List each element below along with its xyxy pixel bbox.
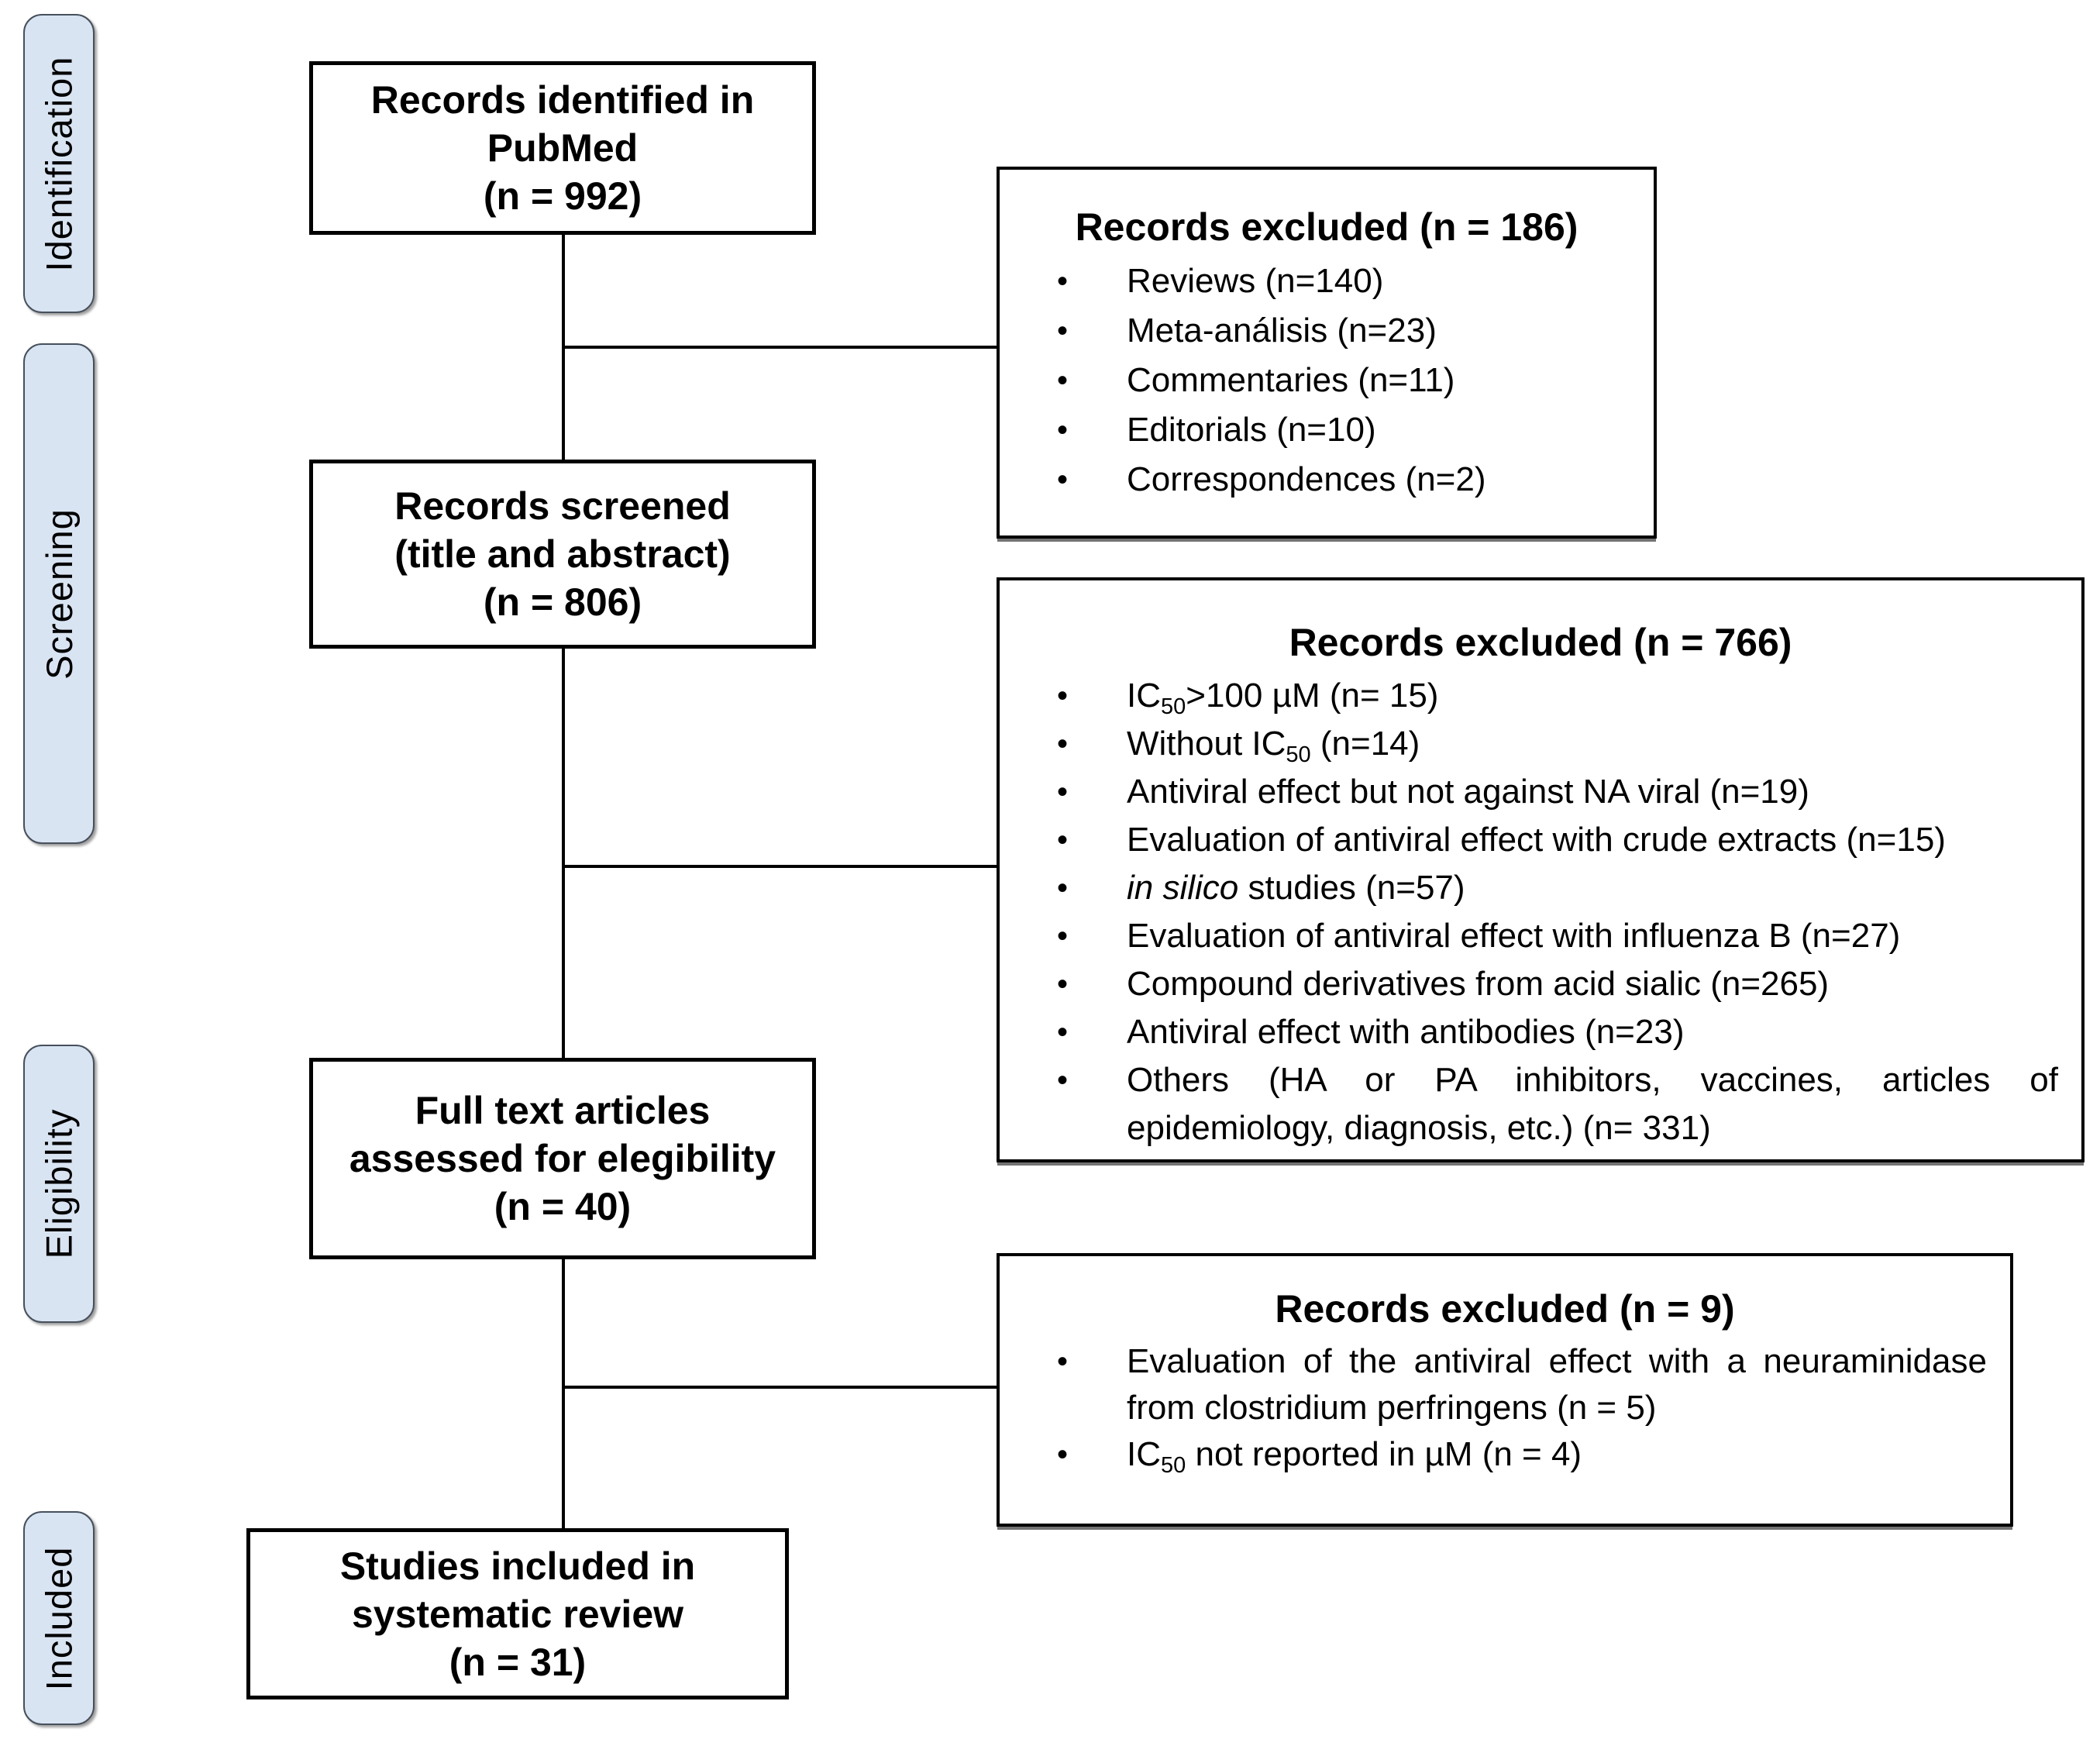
- bullet-text: Compound derivatives from acid sialic (n…: [1127, 965, 1830, 1003]
- bullet-text: IC50>100 µM (n= 15): [1127, 677, 1439, 719]
- bullet-text: Commentaries (n=11): [1127, 361, 1455, 399]
- bullet-dot: •: [1057, 463, 1069, 497]
- bullet-text: Editorials (n=10): [1127, 411, 1376, 449]
- bullet-text: Without IC50 (n=14): [1127, 725, 1420, 767]
- bullet-dot: •: [1057, 1438, 1069, 1472]
- flow-box-line: assessed for elegibility: [349, 1137, 776, 1180]
- bullet-item: • Evaluation of antiviral effect with inf…: [1000, 912, 2081, 960]
- stage-label-eligibility: Eligibility: [23, 1045, 95, 1323]
- exclusion-box-title: Records excluded (n = 186): [1075, 205, 1578, 249]
- flow-box-line: PubMed: [487, 126, 639, 170]
- bullet-item: • Meta-análisis (n=23): [1000, 306, 1654, 356]
- bullet-dot: •: [1057, 919, 1069, 953]
- connector-vertical-2: [562, 647, 565, 1059]
- flow-box-line: systematic review: [351, 1592, 684, 1636]
- bullet-text: IC50 not reported in µM (n = 4): [1127, 1435, 1582, 1478]
- bullet-text: Evaluation of the antiviral effect with …: [1127, 1342, 1987, 1427]
- bullet-item: • Compound derivatives from acid sialic (…: [1000, 960, 2081, 1008]
- bullet-item: • IC50 not reported in µM (n = 4): [1000, 1431, 2010, 1478]
- bullet-text: Evaluation of antiviral effect with infl…: [1127, 917, 1901, 955]
- stage-label-included: Included: [23, 1511, 95, 1725]
- bullet-dot: •: [1057, 413, 1069, 447]
- bullet-text: in silico studies (n=57): [1127, 869, 1465, 907]
- flow-box-records-identified: Records identified in PubMed (n = 992): [309, 61, 816, 235]
- bullet-dot: •: [1057, 1015, 1069, 1049]
- exclusion-bullet-list: • Reviews (n=140) • Meta-análisis (n=23) • Co…: [1000, 257, 1654, 504]
- stage-label-text: Screening: [38, 508, 80, 680]
- connector-branch-2: [563, 865, 998, 868]
- exclusion-box-screening: Records excluded (n = 186) • Reviews (n=1…: [997, 167, 1657, 539]
- stage-label-identification: Identification: [23, 14, 95, 313]
- flow-box-line: (title and abstract): [394, 532, 731, 576]
- exclusion-bullet-list: • Evaluation of the antiviral effect with…: [1000, 1338, 2010, 1478]
- bullet-item: • Editorials (n=10): [1000, 405, 1654, 455]
- bullet-text: Reviews (n=140): [1127, 262, 1384, 300]
- flow-box-studies-included: Studies included in systematic review (n…: [246, 1528, 789, 1699]
- exclusion-box-eligibility: Records excluded (n = 766) • IC50>100 µM …: [997, 577, 2085, 1162]
- bullet-item: • Evaluation of the antiviral effect with…: [1000, 1338, 2010, 1431]
- flow-box-line: (n = 992): [483, 174, 642, 218]
- bullet-item: • Correspondences (n=2): [1000, 455, 1654, 504]
- bullet-dot: •: [1057, 775, 1069, 809]
- flow-box-line: (n = 40): [494, 1185, 632, 1228]
- connector-branch-1: [563, 346, 998, 349]
- exclusion-box-title: Records excluded (n = 766): [1289, 621, 1792, 664]
- bullet-dot: •: [1057, 1063, 1069, 1097]
- bullet-dot: •: [1057, 967, 1069, 1001]
- flow-box-line: Records screened: [394, 484, 731, 528]
- bullet-dot: •: [1057, 871, 1069, 905]
- bullet-item: • Reviews (n=140): [1000, 257, 1654, 306]
- bullet-item: • Commentaries (n=11): [1000, 356, 1654, 405]
- bullet-dot: •: [1057, 363, 1069, 398]
- bullet-text: Others (HA or PA inhibitors, vaccines, a…: [1127, 1061, 2058, 1147]
- connector-branch-3: [563, 1386, 998, 1389]
- bullet-item: • Others (HA or PA inhibitors, vaccines, …: [1000, 1056, 2081, 1152]
- stage-label-screening: Screening: [23, 343, 95, 844]
- bullet-item: • in silico studies (n=57): [1000, 864, 2081, 912]
- connector-vertical-3: [562, 1258, 565, 1530]
- flow-box-records-screened: Records screened (title and abstract) (n…: [309, 460, 816, 649]
- stage-label-text: Included: [38, 1546, 80, 1690]
- flow-box-fulltext-assessed: Full text articles assessed for elegibil…: [309, 1058, 816, 1259]
- bullet-dot: •: [1057, 1345, 1069, 1379]
- bullet-dot: •: [1057, 314, 1069, 348]
- bullet-dot: •: [1057, 727, 1069, 761]
- bullet-item: • Evaluation of antiviral effect with cru…: [1000, 816, 2081, 864]
- bullet-dot: •: [1057, 823, 1069, 857]
- exclusion-box-title: Records excluded (n = 9): [1275, 1287, 1735, 1331]
- bullet-text: Antiviral effect but not against NA vira…: [1127, 773, 1809, 811]
- stage-label-text: Identification: [38, 56, 80, 271]
- flow-box-line: Full text articles: [415, 1089, 711, 1132]
- bullet-text: Meta-análisis (n=23): [1127, 312, 1437, 350]
- bullet-item: • Antiviral effect but not against NA vir…: [1000, 768, 2081, 816]
- bullet-item: • Without IC50 (n=14): [1000, 720, 2081, 768]
- bullet-item: • Antiviral effect with antibodies (n=23): [1000, 1008, 2081, 1056]
- bullet-item: • IC50>100 µM (n= 15): [1000, 672, 2081, 720]
- flow-box-line: Studies included in: [339, 1544, 696, 1588]
- flow-box-line: (n = 31): [449, 1640, 587, 1684]
- bullet-dot: •: [1057, 679, 1069, 713]
- flow-box-line: (n = 806): [483, 580, 642, 624]
- bullet-text: Evaluation of antiviral effect with crud…: [1127, 821, 1946, 859]
- flow-box-line: Records identified in: [370, 78, 755, 122]
- bullet-text: Correspondences (n=2): [1127, 460, 1486, 498]
- stage-label-text: Eligibility: [38, 1108, 80, 1259]
- bullet-text: Antiviral effect with antibodies (n=23): [1127, 1013, 1685, 1051]
- bullet-dot: •: [1057, 264, 1069, 298]
- exclusion-bullet-list: • IC50>100 µM (n= 15) • Without IC50 (n=14)…: [1000, 672, 2081, 1152]
- exclusion-box-included-stage: Records excluded (n = 9) • Evaluation of …: [997, 1253, 2013, 1527]
